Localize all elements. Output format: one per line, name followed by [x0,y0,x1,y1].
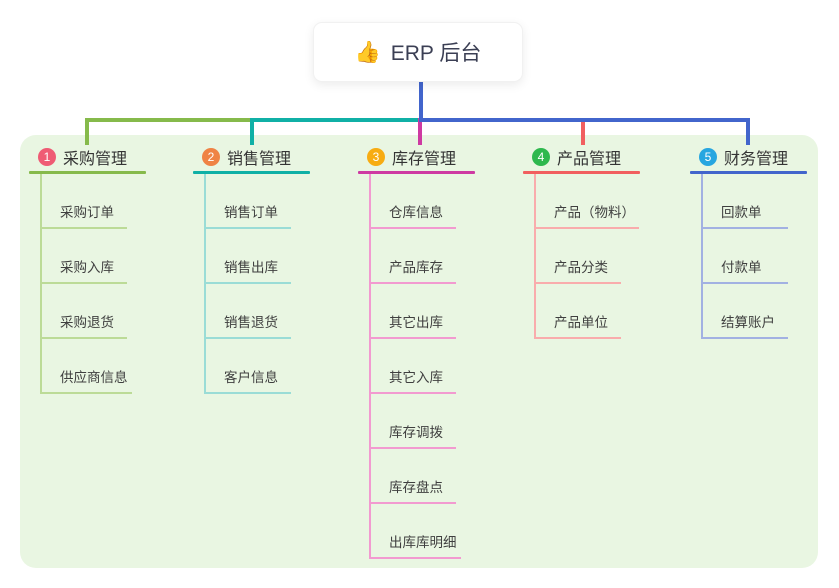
mindmap-canvas-panel [20,135,818,568]
branch-children: 回款单 付款单 结算账户 [701,174,807,339]
branch-topic-label: 销售管理 [227,151,292,168]
branch-topic-label: 采购管理 [63,151,128,168]
branch-product-management: 4 产品管理 产品（物料） 产品分类 产品单位 [523,146,640,339]
node-settlement-account[interactable]: 结算账户 [703,284,788,339]
branch-topic-inventory[interactable]: 3 库存管理 [358,146,475,168]
branch-topic-label: 库存管理 [392,151,457,168]
node-product-category[interactable]: 产品分类 [536,229,621,284]
branch-underline [29,171,146,174]
branch-topic-product[interactable]: 4 产品管理 [523,146,640,168]
node-warehouse-info[interactable]: 仓库信息 [371,174,456,229]
branch-children: 采购订单 采购入库 采购退货 供应商信息 [40,174,146,394]
node-stock-taking[interactable]: 库存盘点 [371,449,456,504]
node-purchase-return[interactable]: 采购退货 [42,284,127,339]
priority-badge-4: 4 [532,148,550,166]
root-node-erp[interactable]: 👍 ERP 后台 [313,22,523,82]
branch-children: 销售订单 销售出库 销售退货 客户信息 [204,174,310,394]
branch-inventory-management: 3 库存管理 仓库信息 产品库存 其它出库 其它入库 库存调拨 库存盘点 出库库… [358,146,475,559]
branch-underline [690,171,807,174]
node-supplier-info[interactable]: 供应商信息 [42,339,132,394]
branch-topic-label: 产品管理 [557,151,622,168]
branch-topic-purchase[interactable]: 1 采购管理 [29,146,146,168]
priority-badge-3: 3 [367,148,385,166]
thumbs-up-icon: 👍 [354,40,381,64]
node-receipt-doc[interactable]: 回款单 [703,174,788,229]
node-other-inbound[interactable]: 其它入库 [371,339,456,394]
node-other-outbound[interactable]: 其它出库 [371,284,456,339]
node-sales-outbound[interactable]: 销售出库 [206,229,291,284]
priority-badge-5: 5 [699,148,717,166]
node-customer-info[interactable]: 客户信息 [206,339,291,394]
node-sales-return[interactable]: 销售退货 [206,284,291,339]
node-product-unit[interactable]: 产品单位 [536,284,621,339]
branch-underline [523,171,640,174]
branch-finance-management: 5 财务管理 回款单 付款单 结算账户 [690,146,807,339]
node-product-stock[interactable]: 产品库存 [371,229,456,284]
branch-topic-finance[interactable]: 5 财务管理 [690,146,807,168]
branch-sales-management: 2 销售管理 销售订单 销售出库 销售退货 客户信息 [193,146,310,394]
node-purchase-inbound[interactable]: 采购入库 [42,229,127,284]
branch-topic-sales[interactable]: 2 销售管理 [193,146,310,168]
node-purchase-order[interactable]: 采购订单 [42,174,127,229]
node-outbound-detail[interactable]: 出库库明细 [371,504,461,559]
branch-purchase-management: 1 采购管理 采购订单 采购入库 采购退货 供应商信息 [29,146,146,394]
branch-children: 仓库信息 产品库存 其它出库 其它入库 库存调拨 库存盘点 出库库明细 [369,174,475,559]
node-payment-doc[interactable]: 付款单 [703,229,788,284]
priority-badge-2: 2 [202,148,220,166]
node-sales-order[interactable]: 销售订单 [206,174,291,229]
root-node-label: ERP 后台 [390,42,482,65]
branch-topic-label: 财务管理 [724,151,789,168]
node-stock-transfer[interactable]: 库存调拨 [371,394,456,449]
priority-badge-1: 1 [38,148,56,166]
branch-underline [193,171,310,174]
node-product-material[interactable]: 产品（物料） [536,174,639,229]
branch-children: 产品（物料） 产品分类 产品单位 [534,174,640,339]
branch-underline [358,171,475,174]
